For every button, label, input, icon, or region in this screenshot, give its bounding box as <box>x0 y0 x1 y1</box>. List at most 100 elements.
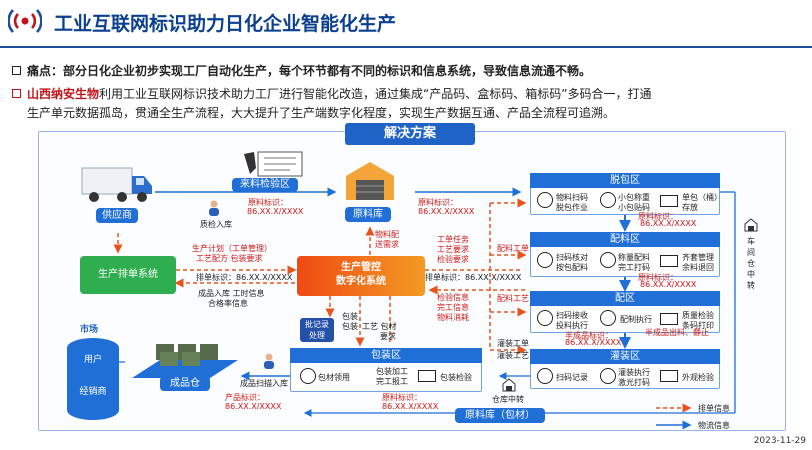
workshop-char: 中 <box>747 270 755 279</box>
barrel-box-icon <box>660 195 678 207</box>
batch-record-node: 批记录 处理 <box>300 318 334 342</box>
zone-id-code: 86.XX.X/XXXX <box>640 219 697 228</box>
print-box-icon <box>660 313 678 325</box>
zone-step: 物料扫码 <box>556 193 588 202</box>
warehouse-small-icon <box>502 378 516 392</box>
truck-icon <box>81 167 152 202</box>
pack-mat-label: 包材领用 <box>318 373 350 382</box>
fill-craft-label: 灌装工艺 <box>497 351 529 360</box>
company-text-line2: 生产单元数据孤岛，贯通全生产流程，大大提升了生产端数字化程度，实现生产数据互通、… <box>27 106 616 120</box>
supplier-node: 供应商 <box>96 208 138 223</box>
warehouse-icon <box>346 162 394 200</box>
user-label: 用户 <box>83 355 102 365</box>
zone-mix-title: 配区 <box>530 291 720 306</box>
market-label: 市场 <box>80 325 99 335</box>
finished-goods-pallets-icon <box>132 344 238 378</box>
inspect-info-label: 检验信息 <box>437 293 469 302</box>
material-dist-label: 物料配 <box>375 230 399 239</box>
zone-step: 按包配料 <box>556 263 588 272</box>
pack-req-label2: 要求 <box>380 332 396 341</box>
zone-step: 质量检验 <box>682 311 714 320</box>
zone-step: 投料执行 <box>556 321 588 330</box>
solution-banner: 解决方案 <box>345 123 475 145</box>
distributor-label: 经销商 <box>79 387 107 397</box>
packing-zone-title: 包装区 <box>290 348 482 363</box>
finished-in-label: 成品入库 工时信息 <box>198 289 265 298</box>
mixer-icon <box>600 310 616 326</box>
ticket-tasks-label: 工单任务 <box>437 235 469 244</box>
zone-note: 半成品出料、静止 <box>645 328 709 337</box>
zone-step: 外观检验 <box>682 373 714 382</box>
company-bullet: 山西纳安生物利用工业互联网标识技术助力工厂进行智能化改造，通过集成“产品码、盒标… <box>12 85 651 103</box>
consume-info-label: 物料消耗 <box>437 313 469 322</box>
zone-id-label: 原料标识： <box>638 212 678 221</box>
zone-step: 小包称重 <box>618 193 650 202</box>
product-id-code: 86.XX.X/XXXX <box>225 402 282 411</box>
zone-step: 扫码核对 <box>556 253 588 262</box>
weigh-icon <box>600 252 616 268</box>
scanner-icon <box>537 252 553 268</box>
scanner-sheet-icon <box>244 151 303 177</box>
workshop-char: 转 <box>747 281 755 290</box>
pain-point-bullet: 痛点：部分日化企业初步实现工厂自动化生产，每个环节都有不同的标识和信息系统，导致… <box>12 62 591 80</box>
inspect-box-icon <box>660 370 678 382</box>
scanner-icon <box>537 310 553 326</box>
pack-label-1: 包装 <box>342 312 358 321</box>
control-system-node: 生产管控 数字化系统 <box>297 256 425 296</box>
schedule-id-label: 排单标识：86.XX.X/XXXX <box>196 273 293 282</box>
control-system-line1: 生产管控 <box>341 262 381 273</box>
process-req-label: 工艺要求 <box>437 245 469 254</box>
quality-check-in-label: 质检入库 <box>200 220 232 229</box>
fill-ticket-label: 灌装工单 <box>497 339 529 348</box>
product-id-label: 产品标识： <box>225 393 265 402</box>
scanner-icon <box>537 192 553 208</box>
zone-step: 称量配料 <box>618 253 650 262</box>
raw-id-label-bottom: 原料标识： <box>382 393 422 402</box>
raw-id-code-bottom: 86.XX.X/XXXX <box>382 402 439 411</box>
kit-box-icon <box>660 255 678 267</box>
raw-id-label-mid: 原料标识： <box>418 198 458 207</box>
scanner-icon <box>537 368 553 384</box>
incoming-check-zone: 来料检验区 <box>232 178 298 192</box>
market-cylinder <box>67 338 119 420</box>
pack-check-label: 包装检验 <box>440 373 472 382</box>
zone-step: 配制执行 <box>620 315 652 324</box>
workshop-char: 车 <box>747 237 755 246</box>
signal-logo-icon <box>8 9 42 33</box>
zone-step: 扫码记录 <box>556 373 588 382</box>
scanner-icon <box>300 368 316 384</box>
warehouse-transfer-label: 仓库中转 <box>492 395 524 404</box>
batch-record-line2: 处理 <box>309 331 325 340</box>
product-scan-label: 成品扫描入库 <box>240 379 288 388</box>
workshop-transfer-label: 车 间 仓 中 转 <box>746 236 756 291</box>
page-title: 工业互联网标识助力日化企业智能化生产 <box>54 13 397 35</box>
prod-recipe-label: 工艺配方 包装要求 <box>196 254 263 263</box>
pack-proc-label-1: 包装加工 <box>376 367 408 376</box>
workshop-char: 仓 <box>747 259 755 268</box>
raw-id-code-mid: 86.XX.X/XXXX <box>418 207 475 216</box>
zone-unpack-title: 脱包区 <box>530 173 720 188</box>
filler-icon <box>600 368 616 384</box>
pack-proc-label-2: 完工报工 <box>376 377 408 386</box>
zone-filling-title: 灌装区 <box>530 349 720 364</box>
dist-req-label: 送需求 <box>375 240 399 249</box>
bullet-square-icon <box>12 89 21 98</box>
zone-step: 灌装执行 <box>618 368 650 377</box>
zone-step: 完工打码 <box>618 263 650 272</box>
zone-id-code: 86.XX.X/XXXX <box>640 280 697 289</box>
worker-icon <box>209 200 219 216</box>
legend-logistics: 物流信息 <box>698 421 730 430</box>
worker-icon <box>264 353 274 369</box>
inspect-req-label: 检验要求 <box>437 255 469 264</box>
production-schedule-system: 生产排单系统 <box>80 256 176 294</box>
raw-id-label-top: 原料标识： <box>248 198 288 207</box>
weigh-icon <box>600 192 616 208</box>
zone-step: 齐套管理 <box>682 253 714 262</box>
warehouse-small-icon <box>744 218 758 232</box>
pain-point-text: 部分日化企业初步实现工厂自动化生产，每个环节都有不同的标识和信息系统，导致信息流… <box>63 64 592 78</box>
zone-step: 存放 <box>682 203 698 212</box>
print-box-icon <box>418 370 436 382</box>
zone-step: 单包（桶） <box>682 193 722 202</box>
raw-warehouse-node: 原料库 <box>345 207 391 222</box>
pass-rate-label: 合格率信息 <box>208 299 248 308</box>
